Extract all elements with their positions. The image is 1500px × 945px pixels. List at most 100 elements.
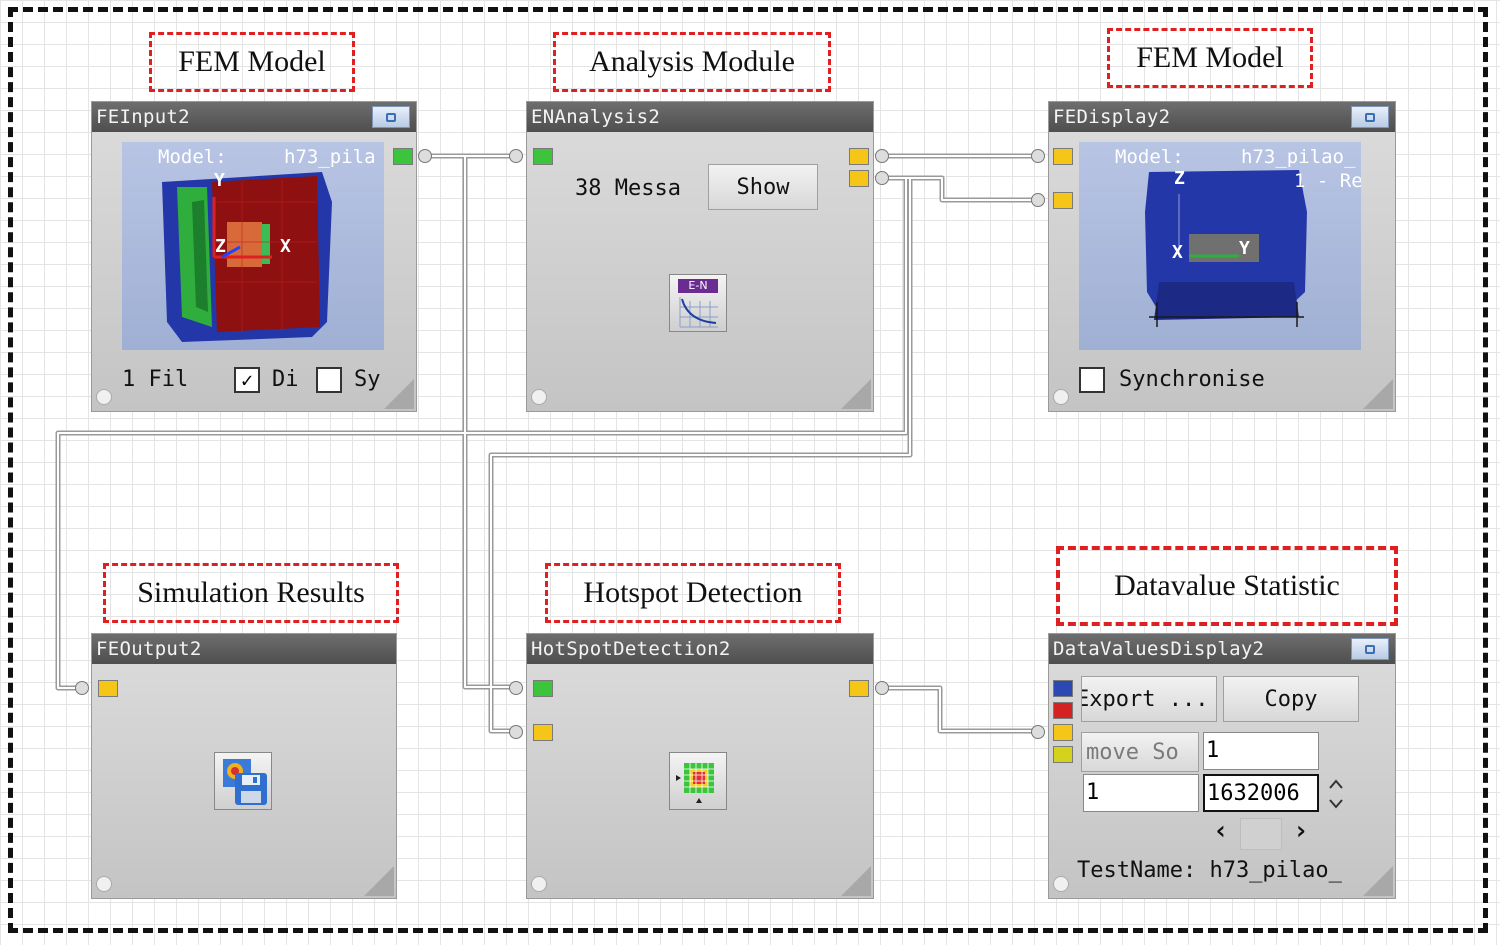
canvas-border [8,7,1488,933]
test-name-label: TestName: h73_pilao_ [1077,858,1342,883]
en-label: E-N [678,279,718,293]
output-connector[interactable] [875,681,889,695]
output-port[interactable] [393,148,413,165]
axis-x-label: X [280,236,291,257]
input-connector[interactable] [75,681,89,695]
synchronise-label: Synchronise [1119,367,1265,392]
input-port-yellow[interactable] [1053,724,1073,741]
maximize-button[interactable] [1351,638,1389,660]
wire-input-hotspot [425,153,515,690]
input-port[interactable] [533,148,553,165]
sn-curve-icon [679,297,718,328]
maximize-button[interactable] [1351,106,1389,128]
show-button[interactable]: Show [708,164,818,210]
model-viewport[interactable]: Model: h73_pila Y Z X [122,142,384,350]
sync-checkbox[interactable] [316,367,342,393]
status-indicator [531,876,547,892]
display-label: Di [272,367,299,392]
status-indicator [96,876,112,892]
node-title-fe-input[interactable]: FEInput2 [92,102,416,132]
node-title-en-analysis[interactable]: ENAnalysis2 [527,102,873,132]
input-connector[interactable] [509,149,523,163]
floppy-disk-icon [223,759,267,805]
model-label: Model: [1115,146,1184,168]
row-to-field[interactable]: 1632006 [1203,774,1319,812]
output-connector[interactable] [418,149,432,163]
input-connector-1[interactable] [509,681,523,695]
input-port-olive[interactable] [1053,746,1073,763]
input-port-red[interactable] [1053,702,1073,719]
prev-arrow-button[interactable]: ‹ [1213,816,1229,846]
synchronise-checkbox[interactable] [1079,367,1105,393]
axis-y-label: Y [1239,238,1250,259]
status-indicator [531,389,547,405]
input-port-1[interactable] [533,680,553,697]
copy-button[interactable]: Copy [1223,676,1359,722]
resize-handle[interactable] [364,866,394,896]
model-sub-label: 1 - Re [1294,170,1361,192]
input-connector-2[interactable] [1031,193,1045,207]
resize-handle[interactable] [841,379,871,409]
output-port-1[interactable] [849,148,869,165]
save-results-icon[interactable] [214,752,272,810]
node-fe-output[interactable]: FEOutput2 [91,633,397,899]
caption-analysis-module: Analysis Module [553,32,831,92]
input-port-1[interactable] [1053,148,1073,165]
hotspot-grid-icon[interactable] [669,752,727,810]
model-viewport[interactable]: Model: h73_pilao_ 1 - Re Z X Y [1079,142,1361,350]
input-connector-2[interactable] [509,725,523,739]
input-port-blue[interactable] [1053,680,1073,697]
caption-fem-model-input: FEM Model [149,32,355,92]
caption-hotspot-detection: Hotspot Detection [545,563,841,623]
spinner-control[interactable] [1325,776,1347,812]
status-indicator [1053,876,1069,892]
input-connector[interactable] [1031,725,1045,739]
row-from-field[interactable]: 1 [1083,774,1199,812]
resize-handle[interactable] [384,379,414,409]
mesh-model-render [1145,170,1307,327]
node-data-values-display[interactable]: DataValuesDisplay2 Export ... Copy move … [1048,633,1396,899]
wire-hotspot-datavalues [882,685,1038,734]
input-port[interactable] [98,680,118,697]
up-down-arrows-icon [1329,779,1343,809]
status-indicator [1053,389,1069,405]
node-fe-display[interactable]: FEDisplay2 Model: h73_pilao_ 1 - Re Z X … [1048,101,1396,412]
en-analysis-icon[interactable]: E-N [669,274,727,332]
window-icon [1365,644,1375,654]
axis-y-label: Y [214,170,225,191]
model-label: Model: [158,146,227,168]
model-value: h73_pila [284,146,376,168]
node-title-hotspot[interactable]: HotSpotDetection2 [527,634,873,664]
output-port[interactable] [849,680,869,697]
horizontal-scroll-thumb[interactable] [1240,818,1282,850]
export-button[interactable]: Export ... [1081,676,1217,722]
node-fe-input[interactable]: FEInput2 Model: h73_pila Y Z X 1 Fil ✓ D… [91,101,417,412]
maximize-button[interactable] [372,106,410,128]
output-connector-1[interactable] [875,149,889,163]
output-port-2[interactable] [849,170,869,187]
remove-sort-label: move So [1086,739,1179,765]
file-count: 1 Fil [122,367,189,392]
display-checkbox[interactable]: ✓ [234,367,260,393]
next-arrow-button[interactable]: › [1293,816,1309,846]
node-title-fe-display[interactable]: FEDisplay2 [1049,102,1395,132]
resize-handle[interactable] [1363,379,1393,409]
window-icon [1365,112,1375,122]
input-connector-1[interactable] [1031,149,1045,163]
node-title-data-values[interactable]: DataValuesDisplay2 [1049,634,1395,664]
input-port-2[interactable] [1053,192,1073,209]
axis-z-label: Z [1174,168,1185,189]
output-connector-2[interactable] [875,171,889,185]
node-title-fe-output[interactable]: FEOutput2 [92,634,396,664]
caption-datavalue-statistic: Datavalue Statistic [1056,546,1398,626]
resize-handle[interactable] [841,866,871,896]
node-en-analysis[interactable]: ENAnalysis2 38 Messa Show E-N [526,101,874,412]
status-indicator [96,389,112,405]
range-start-field[interactable]: 1 [1203,732,1319,770]
resize-handle[interactable] [1363,866,1393,896]
remove-sort-button[interactable]: move So [1081,732,1199,772]
node-hotspot-detection[interactable]: HotSpotDetection2 [526,633,874,899]
heatmap-icon [676,763,714,803]
input-port-2[interactable] [533,724,553,741]
